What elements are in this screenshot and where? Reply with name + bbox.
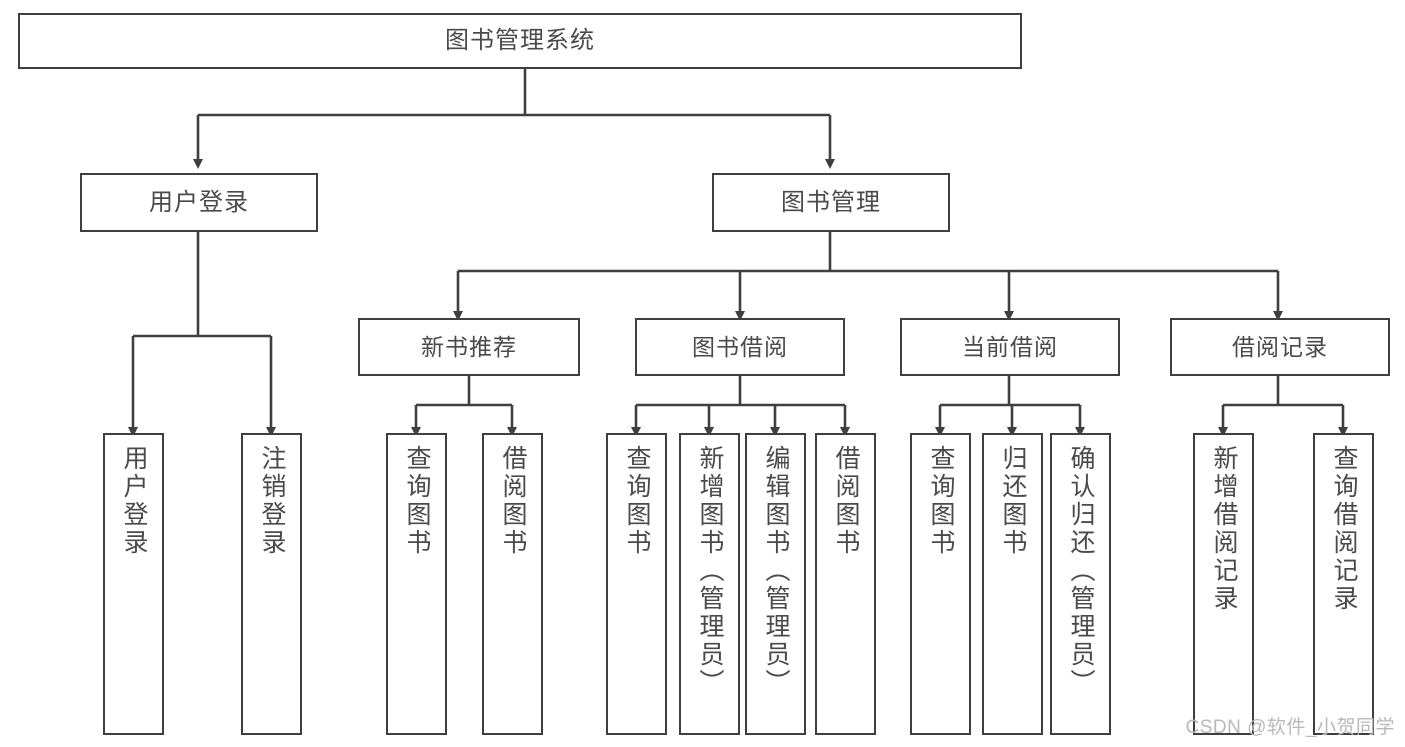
node-book-borrow[interactable]: 图书借阅 xyxy=(635,318,845,376)
node-label: 用户登录 xyxy=(120,445,148,557)
leaf-record-add-record[interactable]: 新增借阅记录 xyxy=(1193,433,1254,735)
leaf-current-query-book[interactable]: 查询图书 xyxy=(910,433,971,735)
node-book-management[interactable]: 图书管理 xyxy=(712,173,950,232)
node-label: 查询图书 xyxy=(403,445,431,557)
leaf-borrow-add-book-admin[interactable]: 新增图书（管理员） xyxy=(679,433,740,735)
node-label: 新增借阅记录 xyxy=(1210,445,1238,613)
node-label: 图书管理 xyxy=(781,188,881,216)
leaf-borrow-edit-book-admin[interactable]: 编辑图书（管理员） xyxy=(745,433,806,735)
node-label: 借阅记录 xyxy=(1232,333,1328,360)
node-label: 归还图书 xyxy=(999,445,1027,557)
node-label: 新增图书（管理员） xyxy=(696,445,724,697)
csdn-watermark: CSDN @软件_小贺同学 xyxy=(1185,717,1395,738)
node-new-book-recommend[interactable]: 新书推荐 xyxy=(358,318,580,376)
node-root-system[interactable]: 图书管理系统 xyxy=(18,13,1022,69)
node-label: 查询图书 xyxy=(623,445,651,557)
node-current-borrow[interactable]: 当前借阅 xyxy=(900,318,1120,376)
leaf-current-return-book[interactable]: 归还图书 xyxy=(982,433,1043,735)
node-label: 查询借阅记录 xyxy=(1330,445,1358,613)
leaf-user-login-logout[interactable]: 注销登录 xyxy=(241,433,302,735)
node-user-login[interactable]: 用户登录 xyxy=(80,173,318,232)
leaf-borrow-query-book[interactable]: 查询图书 xyxy=(606,433,667,735)
node-label: 用户登录 xyxy=(149,188,249,216)
node-label: 借阅图书 xyxy=(499,445,527,557)
node-label: 图书管理系统 xyxy=(445,27,595,54)
leaf-recommend-query-book[interactable]: 查询图书 xyxy=(386,433,447,735)
leaf-recommend-borrow-book[interactable]: 借阅图书 xyxy=(482,433,543,735)
leaf-current-confirm-return-admin[interactable]: 确认归还（管理员） xyxy=(1050,433,1111,735)
leaf-user-login-login[interactable]: 用户登录 xyxy=(103,433,164,735)
leaf-record-query-record[interactable]: 查询借阅记录 xyxy=(1313,433,1374,735)
node-label: 借阅图书 xyxy=(832,445,860,557)
node-label: 注销登录 xyxy=(258,445,286,557)
node-label: 查询图书 xyxy=(927,445,955,557)
leaf-borrow-borrow-book[interactable]: 借阅图书 xyxy=(815,433,876,735)
node-label: 新书推荐 xyxy=(421,333,517,360)
node-label: 确认归还（管理员） xyxy=(1067,445,1095,697)
node-borrow-record[interactable]: 借阅记录 xyxy=(1170,318,1390,376)
node-label: 当前借阅 xyxy=(962,333,1058,360)
node-label: 编辑图书（管理员） xyxy=(762,445,790,697)
node-label: 图书借阅 xyxy=(692,333,788,360)
